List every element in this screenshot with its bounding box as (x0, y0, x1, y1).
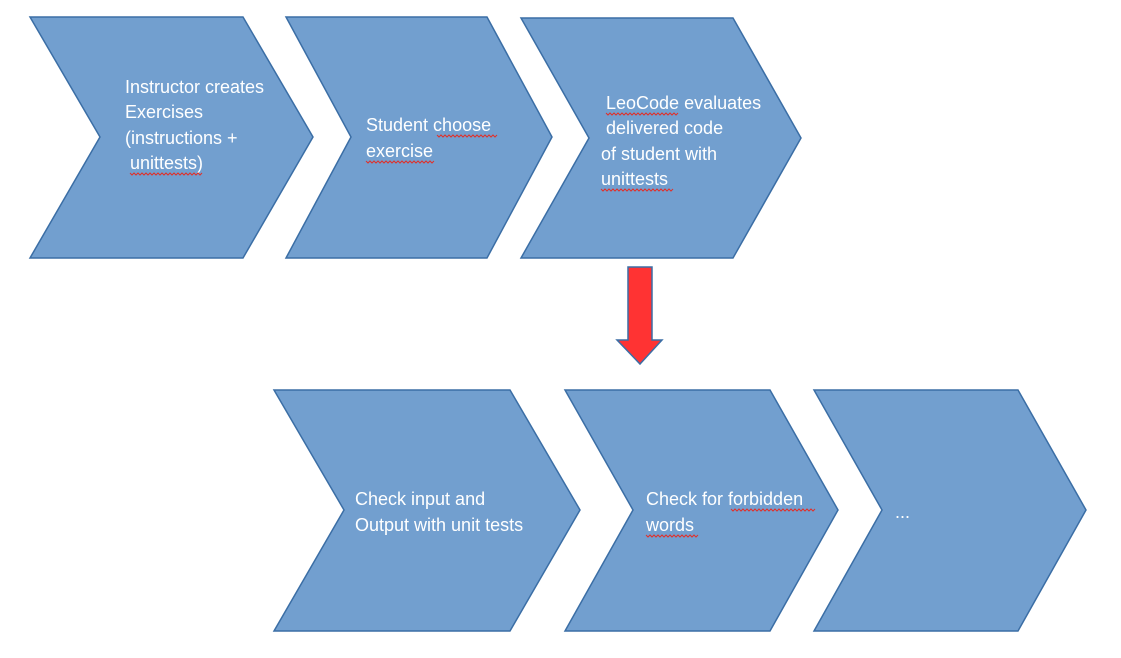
chevron-label-line: exercise (366, 141, 433, 161)
chevron-shape (272, 389, 581, 632)
chevron-label-line: Student choose (366, 115, 491, 135)
chevron-label-line: ... (895, 502, 910, 522)
spellcheck-underline (600, 188, 674, 192)
spellcheck-underline (605, 112, 679, 116)
chevron-label: Check for forbidden words (645, 489, 808, 535)
chevron-leocode-evaluates: LeoCode evaluates delivered code of stud… (519, 17, 802, 259)
chevron-shape (519, 17, 802, 259)
chevron-label-line: unittests) (125, 153, 203, 173)
chevron-label-line: Check input and (355, 489, 485, 509)
chevron-label: Check input and Output with unit tests (355, 489, 523, 535)
chevron-label-line: of student with (601, 144, 717, 164)
spellcheck-underline (129, 172, 203, 176)
chevron-label-line: Check for forbidden (646, 489, 803, 509)
chevron-more-steps: ... (812, 389, 1087, 632)
chevron-shape (563, 389, 839, 632)
chevron-check-input-output: Check input and Output with unit tests (272, 389, 581, 632)
chevron-label-line: Exercises (125, 102, 203, 122)
spellcheck-underline (645, 534, 699, 538)
chevron-label-line: LeoCode evaluates (601, 93, 761, 113)
chevron-shape (28, 16, 314, 259)
chevron-check-forbidden-words: Check for forbidden words (563, 389, 839, 632)
chevron-label-line: unittests (601, 169, 668, 189)
spellcheck-underline (730, 508, 816, 512)
chevron-label: LeoCode evaluates delivered code of stud… (601, 93, 766, 189)
spellcheck-underline (365, 160, 435, 164)
spellcheck-underline (436, 134, 498, 138)
down-arrow-icon (615, 266, 664, 366)
chevron-label-line: words (645, 515, 694, 535)
chevron-shape (284, 16, 553, 259)
chevron-label-line: Instructor creates (125, 77, 264, 97)
chevron-label: ... (895, 502, 910, 522)
chevron-label: Instructor creates Exercises (instructio… (125, 77, 269, 173)
chevron-label: Student choose exercise (366, 115, 496, 161)
chevron-shape (812, 389, 1087, 632)
chevron-label-line: Output with unit tests (355, 515, 523, 535)
chevron-student-choose: Student choose exercise (284, 16, 553, 259)
chevron-label-line: delivered code (601, 118, 723, 138)
chevron-label-line: (instructions + (125, 128, 238, 148)
down-arrow-shape (615, 266, 664, 366)
chevron-instructor-creates: Instructor creates Exercises (instructio… (28, 16, 314, 259)
